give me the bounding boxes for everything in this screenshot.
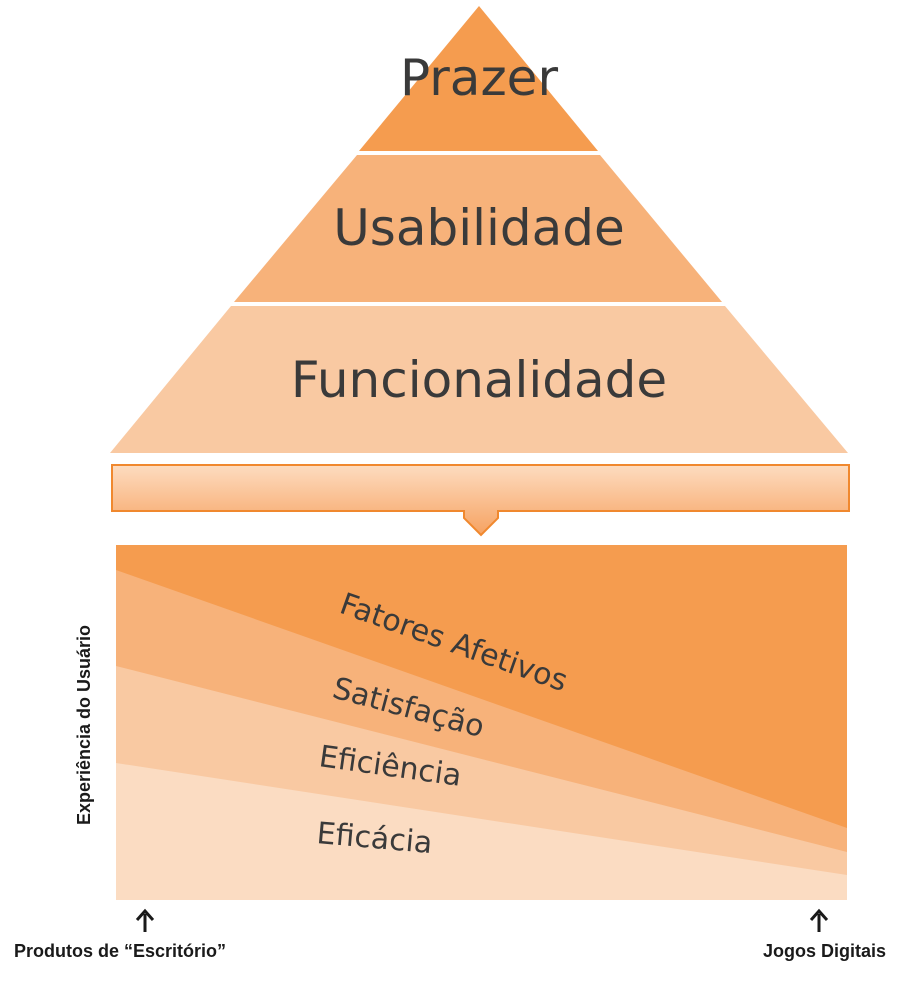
pyramid-label-prazer: Prazer	[400, 49, 558, 107]
pyramid-level-usabilidade	[234, 155, 722, 302]
pyramid: Prazer Usabilidade Funcionalidade	[110, 6, 848, 453]
experience-chart: Fatores Afetivos Satisfação Eficiência E…	[74, 545, 847, 900]
down-arrow-connector	[111, 464, 850, 537]
band-eficacia	[116, 763, 847, 900]
pyramid-level-prazer	[359, 6, 598, 151]
pyramid-level-funcionalidade	[110, 306, 848, 453]
pyramid-label-funcionalidade: Funcionalidade	[291, 351, 667, 409]
pyramid-label-usabilidade: Usabilidade	[333, 199, 625, 257]
x-axis-markers: Produtos de “Escritório” Jogos Digitais	[14, 908, 886, 961]
x-axis-left-label: Produtos de “Escritório”	[14, 941, 226, 961]
x-axis-right-label: Jogos Digitais	[763, 941, 886, 961]
up-arrow-icon-left	[135, 908, 155, 932]
y-axis-label: Experiência do Usuário	[74, 625, 94, 825]
up-arrow-icon-right	[809, 908, 829, 932]
